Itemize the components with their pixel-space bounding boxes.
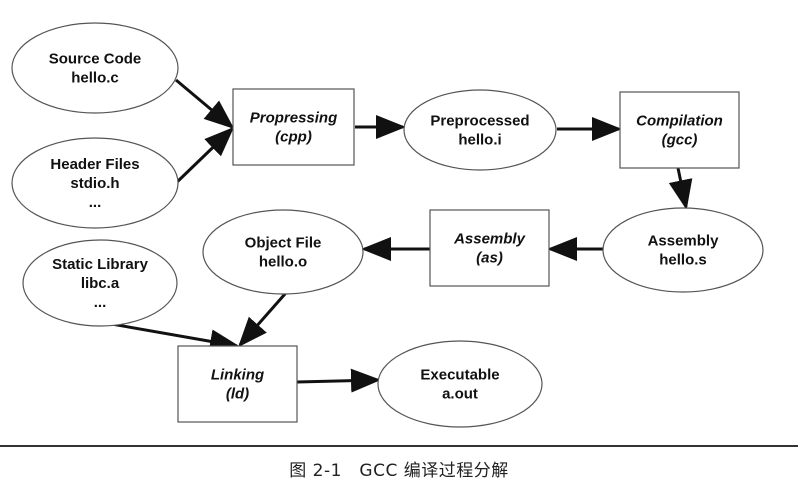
node-label-line: Preprocessed (430, 113, 529, 130)
file-node-shape (202, 209, 364, 295)
arrow-static_lib-to-linking (99, 320, 240, 354)
file-node-shape (22, 239, 178, 327)
file-node-shape (11, 22, 179, 114)
arrow-object-to-linking (238, 285, 294, 348)
file-node-shape (403, 89, 557, 171)
file-header: Header Files stdio.h... (11, 137, 179, 229)
node-label-line: (ld) (226, 386, 249, 403)
file-node-shape (11, 137, 179, 229)
node-label-line: hello.i (458, 132, 501, 149)
process-preprocessing: Propressing (cpp) (232, 88, 355, 166)
process-linking: Linking (ld) (177, 345, 298, 423)
process-node-shape (177, 345, 298, 423)
file-source: Source Code hello.c (11, 22, 179, 114)
edges (99, 78, 693, 393)
node-label-line: ... (94, 294, 107, 311)
node-label-line: hello.c (71, 70, 119, 87)
node-label-line: Source Code (49, 51, 142, 68)
arrow-linking-to-executable (296, 368, 381, 393)
file-preprocessed: Preprocessed hello.i (403, 89, 557, 171)
node-label-line: Executable (420, 367, 499, 384)
file-assembly-file: Assembly hello.s (602, 207, 764, 293)
node-label-line: Assembly (453, 231, 526, 248)
process-node-shape (619, 91, 740, 169)
file-node-shape (602, 207, 764, 293)
node-label-line: a.out (442, 386, 478, 403)
node-label-line: Static Library (52, 256, 149, 273)
file-node-shape (377, 340, 543, 428)
node-label-line: Compilation (636, 113, 723, 130)
node-label-line: libc.a (81, 275, 120, 292)
node-label-line: (gcc) (662, 132, 698, 149)
node-label-line: (cpp) (275, 129, 312, 146)
process-node-shape (429, 209, 550, 287)
caption-divider (0, 445, 798, 447)
node-label-line: Assembly (648, 233, 720, 250)
process-compilation: Compilation (gcc) (619, 91, 740, 169)
node-label-line: Object File (245, 235, 322, 252)
process-node-shape (232, 88, 355, 166)
file-object: Object File hello.o (202, 209, 364, 295)
file-static-lib: Static Library libc.a... (22, 239, 178, 327)
file-executable: Executable a.out (377, 340, 543, 428)
node-label-line: Propressing (250, 110, 338, 127)
process-assembly: Assembly (as) (429, 209, 550, 287)
node-label-line: hello.o (259, 254, 307, 271)
arrow-header-to-preprocessing (174, 126, 235, 185)
node-label-line: hello.s (659, 252, 707, 269)
arrow-source-to-preprocessing (175, 78, 235, 129)
arrow-compilation-to-assembly_file (668, 167, 693, 210)
node-label-line: stdio.h (70, 175, 119, 192)
figure-caption: 图 2-1 GCC 编译过程分解 (289, 461, 509, 481)
node-label-line: ... (89, 194, 102, 211)
node-label-line: Header Files (50, 156, 139, 173)
node-label-line: (as) (476, 250, 503, 267)
node-label-line: Linking (211, 367, 264, 384)
